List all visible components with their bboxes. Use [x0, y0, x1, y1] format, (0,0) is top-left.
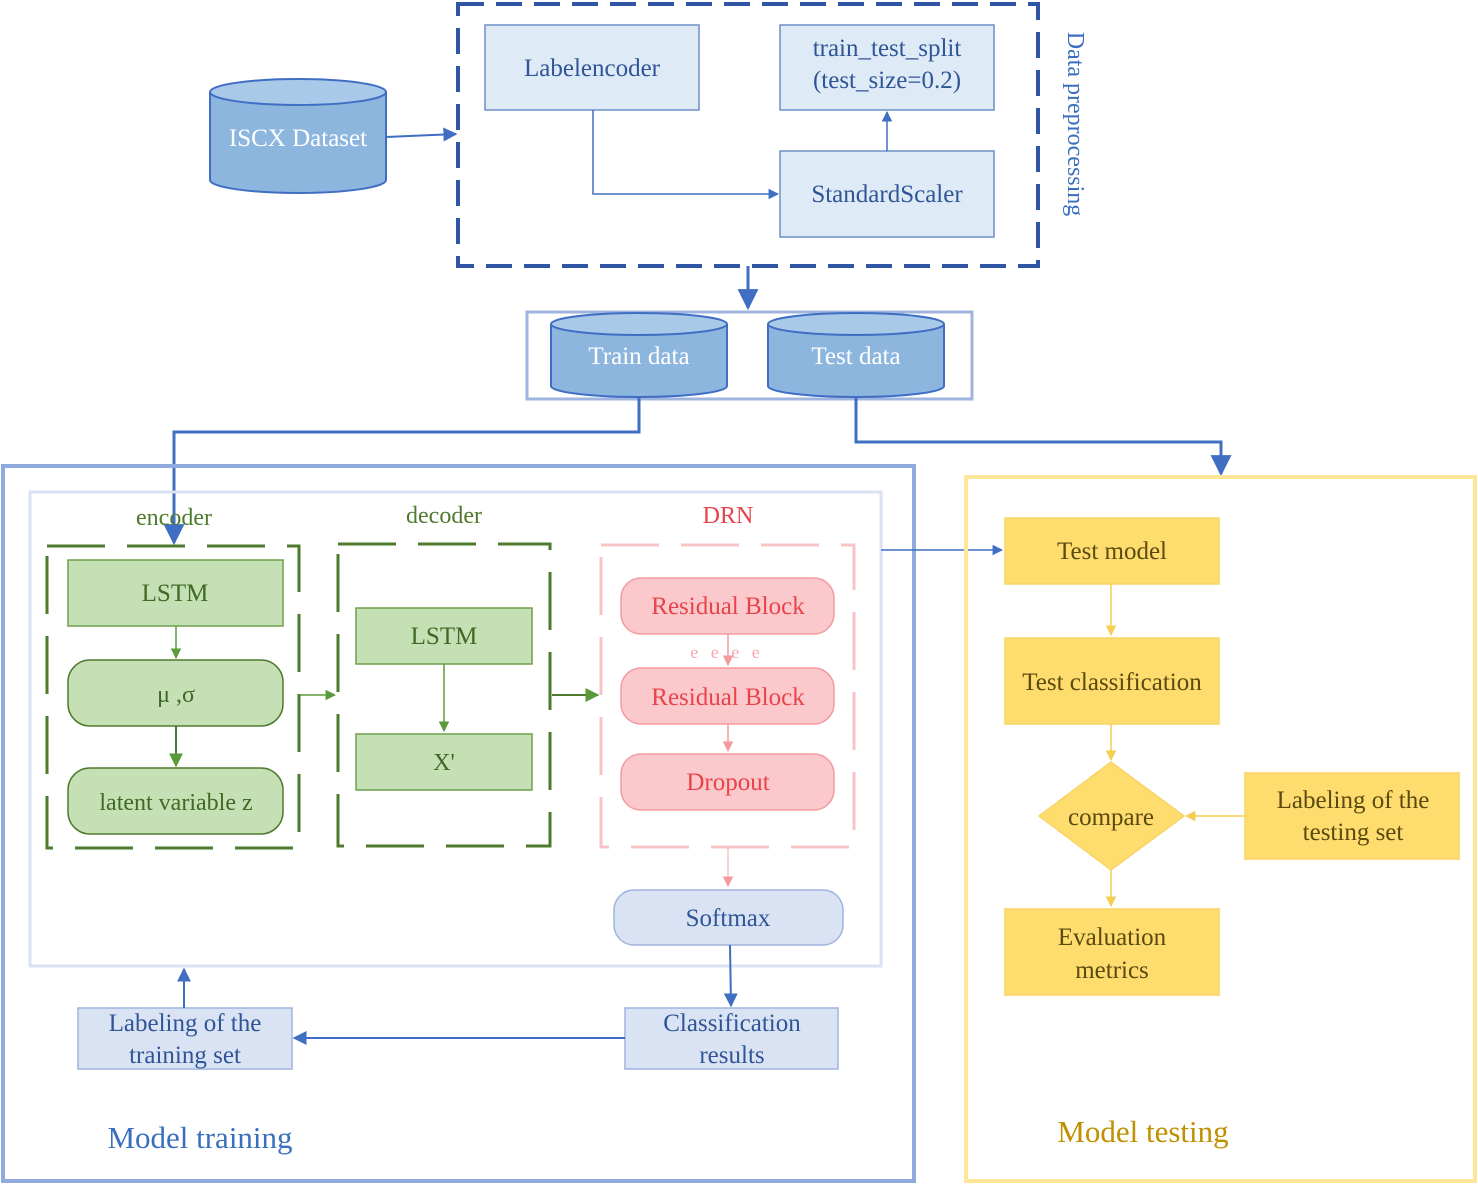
arrow-labelencoder-to-scaler	[592, 110, 780, 200]
training-labeling-box: Labeling of the training set	[77, 1007, 293, 1070]
latent-variable-label: latent variable z	[99, 790, 252, 816]
split-label-line2: (test_size=0.2)	[813, 67, 961, 94]
model-testing-section: Test model Test classification compare L…	[964, 475, 1477, 1183]
test-data-cylinder: Test data	[767, 312, 945, 398]
dropout-label: Dropout	[686, 769, 769, 796]
testing-labeling-line1: Labeling of the	[1277, 787, 1430, 814]
arrow-dataset-to-preprocessing	[385, 127, 458, 142]
residual-block-2-label: Residual Block	[651, 684, 805, 711]
classification-results-box: Classification results	[624, 1007, 839, 1070]
evaluation-line2: metrics	[1075, 957, 1149, 984]
preprocessing-dashed-frame	[456, 2, 1040, 268]
train-test-split-box: train_test_split (test_size=0.2)	[779, 24, 995, 111]
training-labeling-line2: training set	[129, 1042, 241, 1069]
compare-label: compare	[1068, 804, 1154, 831]
model-training-frame	[1, 464, 916, 1183]
drn-title: DRN	[703, 503, 754, 529]
train-data-label: Train data	[588, 343, 689, 370]
residual-block-1: Residual Block	[620, 577, 835, 635]
model-testing-frame	[964, 475, 1477, 1183]
evaluation-line1: Evaluation	[1058, 924, 1167, 951]
testing-labeling-box: Labeling of the testing set	[1244, 772, 1460, 860]
encoder-lstm-label: LSTM	[142, 580, 209, 607]
test-classification-box: Test classification	[1004, 637, 1220, 725]
model-training-section: encoder LSTM μ ,σ latent variable z deco…	[1, 464, 916, 1183]
residual-block-2: Residual Block	[620, 667, 835, 725]
arrow-test-to-testing	[854, 397, 1232, 477]
split-data-section: Train data Test data	[525, 310, 974, 401]
preprocessing-section: Data preprocessing Labelencoder train_te…	[209, 2, 1088, 268]
split-label-line1: train_test_split	[813, 35, 962, 62]
residual-dots: e e e e	[690, 642, 763, 662]
classification-results-line2: results	[699, 1042, 764, 1069]
softmax-box: Softmax	[613, 889, 844, 946]
train-data-cylinder: Train data	[550, 312, 728, 398]
mu-sigma-box: μ ,σ	[67, 659, 284, 727]
residual-block-1-label: Residual Block	[651, 593, 805, 620]
softmax-label: Softmax	[686, 905, 771, 932]
training-labeling-line1: Labeling of the	[109, 1010, 262, 1037]
arrow-softmax-to-results	[723, 944, 738, 1008]
dataset-label: ISCX Dataset	[229, 125, 367, 152]
encoder-lstm-box: LSTM	[67, 559, 284, 627]
standardscaler-box: StandardScaler	[779, 150, 995, 238]
reconstruction-box: X'	[355, 733, 533, 791]
encoder-dashed-frame	[45, 544, 301, 850]
classification-results-line1: Classification	[663, 1010, 801, 1037]
reconstruction-label: X'	[433, 750, 455, 776]
decoder-lstm-label: LSTM	[411, 623, 478, 650]
preprocessing-title: Data preprocessing	[1062, 32, 1088, 217]
test-model-label: Test model	[1057, 538, 1167, 565]
arrow-train-to-encoder	[163, 397, 641, 546]
decoder-lstm-box: LSTM	[355, 607, 533, 665]
evaluation-metrics-box: Evaluation metrics	[1004, 908, 1220, 996]
encoder-title: encoder	[136, 505, 212, 531]
latent-variable-box: latent variable z	[67, 767, 284, 835]
test-data-label: Test data	[811, 343, 900, 370]
drn-dashed-frame	[599, 543, 856, 849]
dropout-box: Dropout	[620, 753, 835, 811]
model-testing-title: Model testing	[1057, 1114, 1228, 1149]
model-training-title: Model training	[107, 1120, 292, 1155]
labelencoder-box: Labelencoder	[484, 24, 700, 111]
decoder-dashed-frame	[336, 542, 552, 848]
network-inner-frame	[28, 490, 883, 968]
test-model-box: Test model	[1004, 517, 1220, 585]
iscx-dataset-cylinder: ISCX Dataset	[209, 78, 387, 194]
test-classification-label: Test classification	[1022, 669, 1202, 696]
split-data-frame	[525, 310, 974, 401]
standardscaler-label: StandardScaler	[811, 181, 963, 208]
labelencoder-label: Labelencoder	[524, 55, 661, 82]
testing-labeling-line2: testing set	[1303, 819, 1404, 846]
compare-diamond: compare	[1037, 761, 1186, 871]
mu-sigma-label: μ ,σ	[157, 682, 195, 708]
decoder-title: decoder	[406, 503, 482, 529]
